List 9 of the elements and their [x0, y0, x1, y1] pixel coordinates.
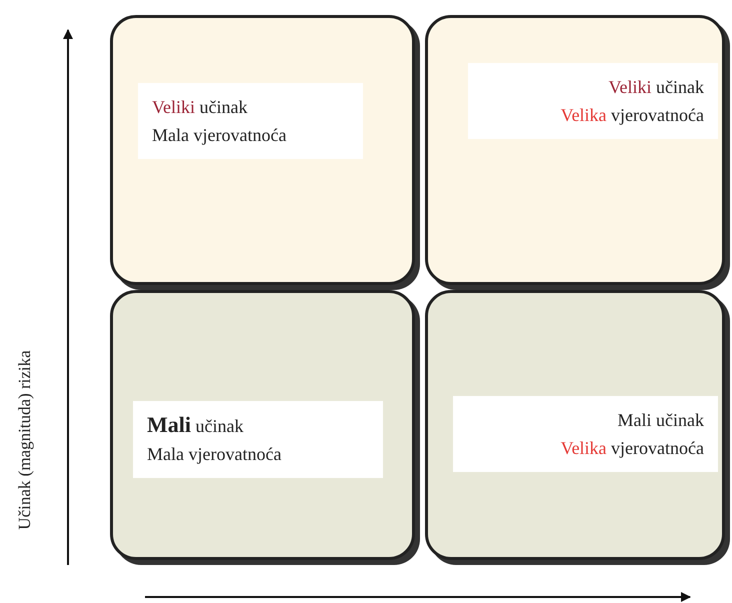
quadrant-text: Velika vjerovatnoća — [560, 437, 704, 460]
quadrant-text: Veliki učinak — [152, 96, 248, 119]
axis-label: Učinak (magnituda) rizika — [15, 349, 35, 532]
quadrant-text: Veliki učinak — [608, 76, 704, 99]
quadrant-text: Mali učinak — [616, 409, 704, 432]
quadrant-text: Mala vjerovatnoća — [147, 443, 282, 466]
quadrant-text: Mali učinak — [147, 411, 244, 439]
quadrant-text: Mala vjerovatnoća — [152, 124, 288, 147]
quadrant-text: Velika vjerovatnoća — [560, 104, 704, 127]
